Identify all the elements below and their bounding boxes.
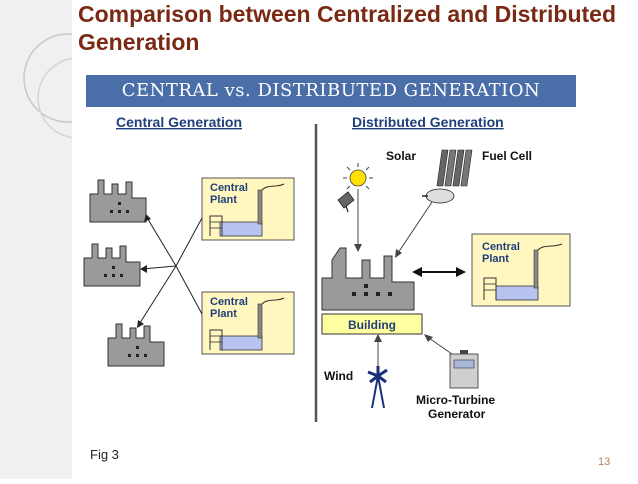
factory-icon — [83, 243, 141, 287]
factory-icon — [89, 179, 147, 223]
building-icon — [321, 247, 415, 311]
solar-label: Solar — [386, 149, 416, 163]
arrowheads — [354, 244, 402, 258]
micro-turbine-label-line1: Micro-Turbine — [416, 393, 495, 407]
supply-lines — [377, 335, 453, 366]
arrowheads — [137, 214, 151, 328]
fuel-cell-label: Fuel Cell — [482, 149, 532, 163]
arrowhead — [456, 267, 466, 277]
building-label-box — [321, 313, 423, 335]
central-plant-box: Central Plant — [201, 177, 295, 241]
central-plant-label-line1: Central — [482, 241, 520, 253]
central-plant-label-line2: Plant — [210, 308, 237, 320]
page-number: 13 — [598, 456, 611, 468]
distributed-generation-heading: Distributed Generation — [352, 114, 504, 130]
central-plant-box: Central Plant — [471, 233, 571, 307]
central-plant-label-line2: Plant — [482, 253, 509, 265]
fuel-cell-icon — [422, 149, 473, 204]
decorative-circles — [23, 33, 119, 139]
diagram-banner: CENTRAL vs. DISTRIBUTED GENERATION — [86, 75, 576, 107]
supply-lines — [357, 192, 433, 257]
arrowhead — [412, 267, 422, 277]
central-generation-heading: Central Generation — [116, 114, 242, 130]
slide-title: Comparison between Centralized and Distr… — [78, 1, 617, 55]
micro-turbine-icon — [449, 350, 479, 389]
central-plant-box: Central Plant — [201, 291, 295, 355]
generation-diagram: Central Generation Distributed Generatio… — [83, 114, 571, 422]
micro-turbine-label-line2: Generator — [428, 407, 486, 421]
wind-turbine-icon — [367, 366, 388, 409]
left-decorative-bar — [0, 0, 119, 479]
central-plant-label-line1: Central — [210, 296, 248, 308]
central-plant-label-line1: Central — [210, 182, 248, 194]
wind-label: Wind — [324, 369, 353, 383]
central-plant-label-line2: Plant — [210, 194, 237, 206]
central-distribution-lines — [137, 215, 203, 327]
solar-panel-icon — [337, 191, 355, 213]
sun-icon — [343, 163, 373, 193]
building-label: Building — [348, 318, 396, 332]
figure-label: Fig 3 — [90, 447, 119, 462]
arrowheads — [374, 334, 433, 342]
factory-icon — [107, 323, 165, 367]
